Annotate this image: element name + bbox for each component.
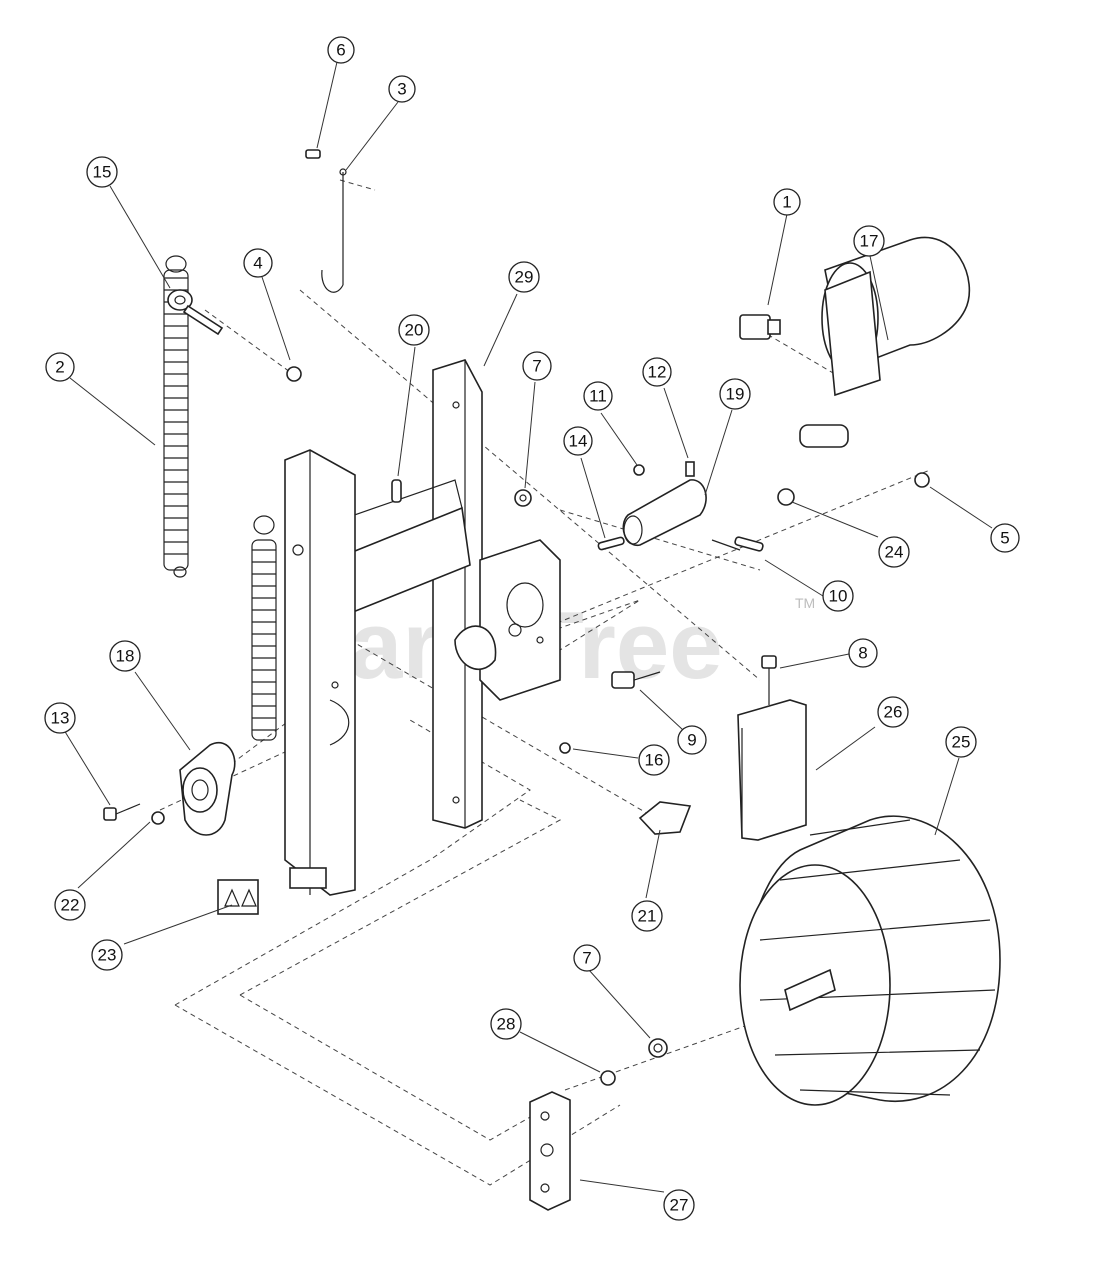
svg-text:16: 16	[645, 751, 664, 770]
callout-26: 26	[877, 696, 909, 728]
eye-bolt	[167, 289, 224, 336]
mounting-outline	[159, 179, 931, 1186]
callout-10: 10	[822, 580, 854, 612]
svg-text:11: 11	[589, 387, 607, 406]
svg-text:8: 8	[858, 644, 867, 663]
callouts: 1 2 3 4 5 6 7 7 8 9 10 11 12 13 14 15 16…	[44, 36, 1020, 1221]
svg-text:24: 24	[885, 543, 904, 562]
callout-29: 29	[508, 261, 540, 293]
callout-2: 2	[45, 352, 75, 382]
callout-5: 5	[990, 523, 1020, 553]
callout-13: 13	[44, 702, 76, 734]
extension-spring-small	[251, 515, 277, 741]
callout-21: 21	[631, 900, 663, 932]
callout-3: 3	[388, 75, 416, 103]
callout-27: 27	[663, 1189, 695, 1221]
callout-17: 17	[853, 225, 885, 257]
svg-text:6: 6	[336, 41, 345, 60]
gear-motor	[739, 236, 971, 448]
callout-11: 11	[583, 381, 613, 411]
reel-drum	[739, 815, 1001, 1106]
hex-nut-7-upper	[514, 489, 532, 507]
channel-bracket	[737, 699, 807, 841]
callout-12: 12	[642, 357, 672, 387]
callout-20: 20	[398, 314, 430, 346]
warning-decal	[217, 879, 259, 915]
callout-1: 1	[773, 188, 801, 216]
dowel-pin-20	[391, 479, 402, 503]
svg-text:12: 12	[648, 363, 667, 382]
svg-text:14: 14	[569, 432, 588, 451]
main-frame	[284, 449, 356, 896]
callout-18: 18	[109, 640, 141, 672]
callout-7-lower: 7	[573, 944, 601, 972]
fasteners-middle	[559, 655, 777, 754]
svg-text:18: 18	[116, 647, 135, 666]
svg-text:23: 23	[98, 946, 117, 965]
svg-text:5: 5	[1000, 529, 1009, 548]
callout-16: 16	[638, 744, 670, 776]
rod-link	[305, 149, 347, 293]
flange-bearing	[103, 742, 236, 836]
svg-text:15: 15	[93, 163, 112, 182]
svg-text:20: 20	[405, 321, 424, 340]
hex-nut-4	[286, 366, 302, 382]
svg-text:9: 9	[687, 731, 696, 750]
svg-text:19: 19	[726, 385, 745, 404]
svg-text:13: 13	[51, 709, 70, 728]
callout-25: 25	[945, 726, 977, 758]
callout-19: 19	[719, 378, 751, 410]
callout-8: 8	[848, 638, 878, 668]
clip-21	[638, 801, 692, 835]
svg-text:7: 7	[532, 357, 541, 376]
svg-text:21: 21	[638, 907, 657, 926]
svg-text:10: 10	[829, 587, 848, 606]
callout-6: 6	[327, 36, 355, 64]
svg-text:17: 17	[860, 232, 879, 251]
callout-24: 24	[878, 536, 910, 568]
callout-4: 4	[243, 248, 273, 278]
svg-text:28: 28	[497, 1015, 516, 1034]
watermark-trademark: TM	[795, 595, 815, 611]
svg-text:2: 2	[55, 358, 64, 377]
coupler-assembly	[597, 461, 764, 552]
svg-text:27: 27	[670, 1196, 689, 1215]
callout-9: 9	[677, 725, 707, 755]
hex-nuts-lower	[600, 1038, 668, 1086]
svg-text:29: 29	[515, 268, 534, 287]
svg-text:26: 26	[884, 703, 903, 722]
svg-text:22: 22	[61, 896, 80, 915]
spacer-and-nut	[777, 472, 930, 506]
svg-text:1: 1	[782, 193, 791, 212]
callout-22: 22	[54, 889, 86, 921]
vertical-plate	[432, 359, 483, 829]
callout-14: 14	[563, 426, 593, 456]
svg-text:25: 25	[952, 733, 971, 752]
svg-text:7: 7	[582, 949, 591, 968]
svg-text:4: 4	[253, 254, 262, 273]
callout-7-upper: 7	[522, 351, 552, 381]
leader-lines	[63, 61, 993, 1193]
mounting-plate	[529, 1091, 571, 1211]
motor-bracket	[454, 539, 561, 701]
callout-23: 23	[91, 939, 123, 971]
callout-28: 28	[490, 1008, 522, 1040]
svg-text:3: 3	[397, 80, 406, 99]
callout-15: 15	[86, 156, 118, 188]
